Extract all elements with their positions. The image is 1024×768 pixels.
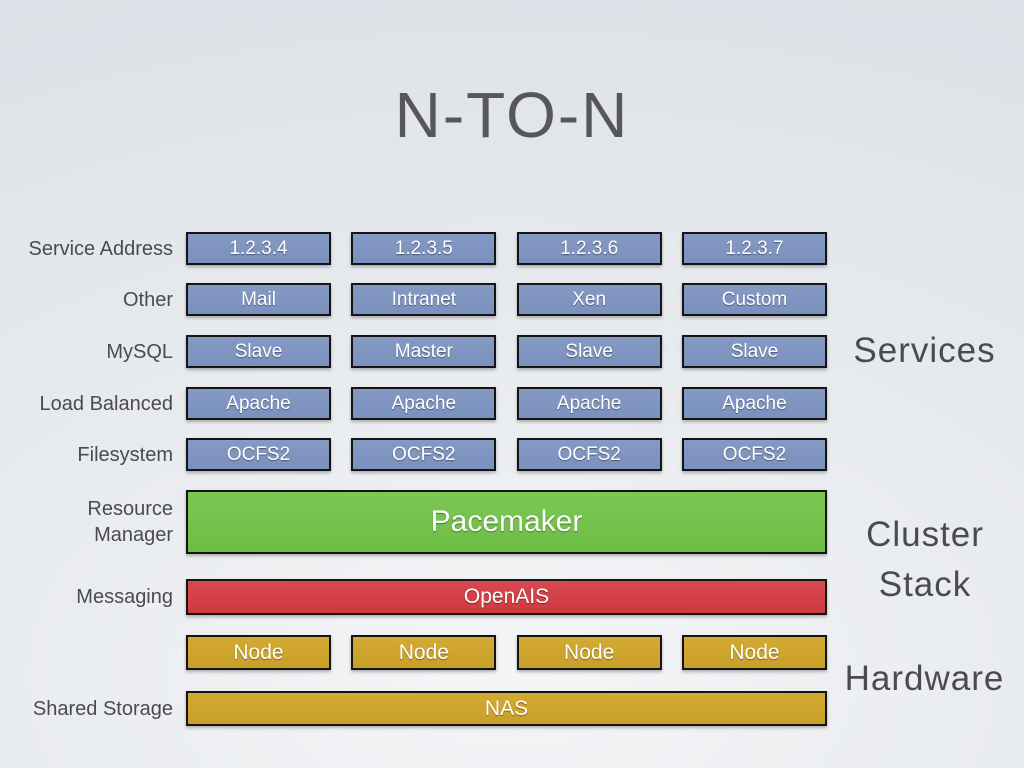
service-box: Apache	[516, 387, 662, 420]
node-box: Node	[351, 635, 497, 670]
service-box: Intranet	[351, 283, 497, 316]
mysql-cells: Slave Master Slave Slave	[186, 335, 827, 368]
mysql-row: MySQL Slave Master Slave Slave	[0, 335, 1024, 368]
service-box: OCFS2	[351, 438, 497, 471]
service-box: OCFS2	[186, 438, 331, 471]
nas-bar: NAS	[186, 691, 827, 726]
other-cells: Mail Intranet Xen Custom	[186, 283, 827, 316]
node-box: Node	[186, 635, 331, 670]
load-balanced-cells: Apache Apache Apache Apache	[186, 387, 827, 420]
service-box: Apache	[681, 387, 827, 420]
service-box: Apache	[186, 387, 331, 420]
service-address-row: Service Address 1.2.3.4 1.2.3.5 1.2.3.6 …	[0, 232, 1024, 265]
row-label-load-balanced: Load Balanced	[39, 392, 173, 415]
service-box: OCFS2	[681, 438, 827, 471]
row-label-filesystem: Filesystem	[77, 443, 173, 466]
service-box: Slave	[186, 335, 331, 368]
service-box: Master	[351, 335, 497, 368]
messaging-row: Messaging OpenAIS	[0, 579, 1024, 615]
row-label-mysql: MySQL	[106, 340, 173, 363]
node-box: Node	[516, 635, 662, 670]
load-balanced-row: Load Balanced Apache Apache Apache Apach…	[0, 387, 1024, 420]
filesystem-row: Filesystem OCFS2 OCFS2 OCFS2 OCFS2	[0, 438, 1024, 471]
service-box: 1.2.3.4	[186, 232, 331, 265]
group-label-hardware: Hardware	[844, 659, 1005, 698]
pacemaker-bar: Pacemaker	[186, 490, 827, 554]
shared-storage-row: Shared Storage NAS	[0, 691, 1024, 726]
node-row: Node Node Node Node	[0, 635, 1024, 670]
service-box: Xen	[516, 283, 662, 316]
row-label-service-address: Service Address	[28, 237, 173, 260]
row-label-messaging: Messaging	[76, 586, 173, 608]
service-box: Slave	[516, 335, 662, 368]
group-label-cluster-stack: Cluster Stack	[866, 515, 984, 604]
row-label-other: Other	[122, 288, 173, 311]
group-label-services: Services	[853, 331, 996, 370]
node-cells: Node Node Node Node	[186, 635, 827, 670]
service-box: Slave	[681, 335, 827, 368]
service-box: 1.2.3.7	[681, 232, 827, 265]
service-box: OCFS2	[516, 438, 662, 471]
service-address-cells: 1.2.3.4 1.2.3.5 1.2.3.6 1.2.3.7	[186, 232, 827, 265]
resource-manager-row: Resource Manager Pacemaker	[0, 490, 1024, 554]
service-box: 1.2.3.6	[516, 232, 662, 265]
service-box: 1.2.3.5	[351, 232, 497, 265]
node-box: Node	[681, 635, 827, 670]
row-label-shared-storage: Shared Storage	[32, 697, 173, 720]
openais-bar: OpenAIS	[186, 579, 827, 615]
service-box: Apache	[351, 387, 497, 420]
other-row: Other Mail Intranet Xen Custom	[0, 283, 1024, 316]
slide-title: N-TO-N	[394, 79, 630, 151]
row-label-resource-manager: Resource Manager	[87, 498, 173, 546]
filesystem-cells: OCFS2 OCFS2 OCFS2 OCFS2	[186, 438, 827, 471]
service-box: Mail	[186, 283, 331, 316]
service-box: Custom	[681, 283, 827, 316]
